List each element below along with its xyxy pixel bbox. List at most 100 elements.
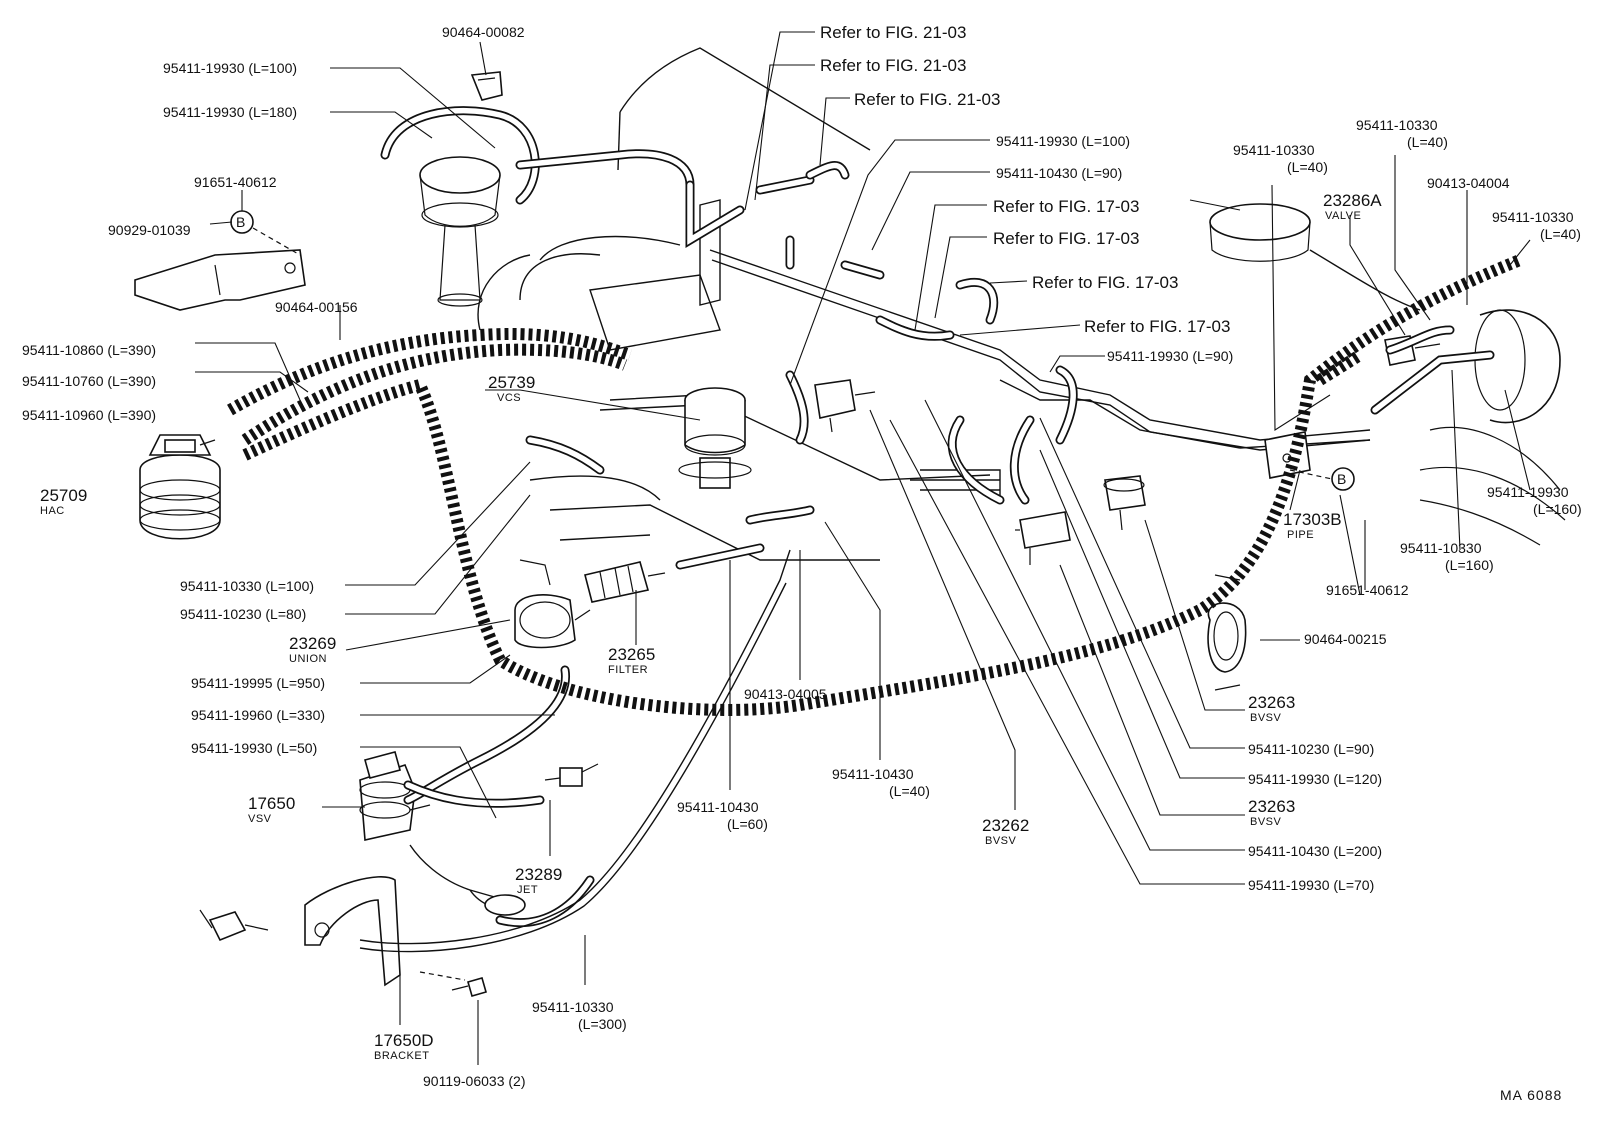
engine-outline [477,47,1421,561]
label-95411-10330-l40-b-part: 95411-10330 [1356,117,1438,133]
label-25739: 25739 [488,373,535,392]
label-23263-upper: 23263 [1248,693,1295,712]
label-90464-00156: 90464-00156 [275,299,358,315]
label-23269: 23269 [289,634,336,653]
label-bvsv-23263-lower: BVSV [1250,816,1282,828]
label-refer-fig-21-03-b: Refer to FIG. 21-03 [820,56,966,75]
label-90413-04005: 90413-04005 [744,686,827,702]
label-union: UNION [289,653,327,665]
label-17650: 17650 [248,794,295,813]
label-refer-fig-17-03-a: Refer to FIG. 17-03 [993,197,1139,216]
label-23262: 23262 [982,816,1029,835]
label-refer-fig-21-03-a: Refer to FIG. 21-03 [820,23,966,42]
label-23289: 23289 [515,865,562,884]
label-90119-06033: 90119-06033 (2) [423,1073,525,1089]
label-95411-19930-l100-right: 95411-19930 (L=100) [996,133,1130,149]
part-labels: 90464-00082 95411-19930 (L=100) 95411-19… [22,23,1582,1103]
label-91651-40612-left: 91651-40612 [194,174,277,190]
label-95411-10330-l40-c-part: 95411-10330 [1492,209,1574,225]
label-95411-10330-l40-a-part: 95411-10330 [1233,142,1315,158]
label-jet: JET [517,884,538,896]
label-95411-10330-l300-part: 95411-10330 [532,999,614,1015]
label-95411-10330-l40-b-length: (L=40) [1407,134,1448,150]
thin-tubes [359,549,791,953]
label-91651-40612-right: 91651-40612 [1326,582,1409,598]
label-95411-10430-l90: 95411-10430 (L=90) [996,165,1122,181]
clip-90464-00215 [1207,574,1247,691]
label-refer-fig-17-03-d: Refer to FIG. 17-03 [1084,317,1230,336]
label-95411-19930-l50: 95411-19930 (L=50) [191,740,317,756]
label-95411-19930-l160-length: (L=160) [1533,501,1582,517]
clip-90464-00082 [470,71,503,101]
label-95411-19930-l180: 95411-19930 (L=180) [163,104,297,120]
label-25709: 25709 [40,486,87,505]
label-vsv: VSV [248,813,272,825]
label-95411-10960: 95411-10960 (L=390) [22,407,156,423]
label-90929-01039: 90929-01039 [108,222,191,238]
bvsv-23262 [814,379,876,433]
label-23265: 23265 [608,645,655,664]
label-pipe: PIPE [1287,529,1314,541]
label-bracket: BRACKET [374,1050,429,1062]
label-bvsv-23262: BVSV [985,835,1017,847]
label-95411-10430-l40-part: 95411-10430 [832,766,914,782]
b-marker-right: B [1331,467,1355,491]
b-marker-text: B [1337,471,1346,487]
label-refer-fig-17-03-c: Refer to FIG. 17-03 [1032,273,1178,292]
label-95411-19930-l100-top: 95411-19930 (L=100) [163,60,297,76]
label-95411-19960: 95411-19960 (L=330) [191,707,325,723]
vsv-valve [359,751,431,841]
label-95411-10430-l60-part: 95411-10430 [677,799,759,815]
label-17303b: 17303B [1283,510,1342,529]
b-marker-left: B [230,210,254,234]
label-vcs: VCS [497,392,521,404]
label-90413-04004: 90413-04004 [1427,175,1510,191]
label-95411-10760: 95411-10760 (L=390) [22,373,156,389]
label-refer-fig-17-03-b: Refer to FIG. 17-03 [993,229,1139,248]
union-fitting [514,559,591,649]
label-bvsv-23263-upper: BVSV [1250,712,1282,724]
label-95411-10330-l100: 95411-10330 (L=100) [180,578,314,594]
label-valve: VALVE [1325,210,1361,222]
label-95411-19995: 95411-19995 (L=950) [191,675,325,691]
label-95411-10330-l40-c-length: (L=40) [1540,226,1581,242]
label-17650d: 17650D [374,1031,434,1050]
label-95411-10330-l300-length: (L=300) [578,1016,627,1032]
bolt [451,977,487,997]
vacuum-diaphragm [419,156,501,307]
vcs-valve [678,387,752,489]
vsv-bracket [304,876,401,987]
label-95411-10230-l80: 95411-10230 (L=80) [180,606,306,622]
label-95411-19930-l160-part: 95411-19930 [1487,484,1569,500]
reservoir-cap [1209,203,1311,262]
hac-unit [139,434,221,540]
figure-code: MA 6088 [1500,1087,1562,1103]
label-95411-19930-l120: 95411-19930 (L=120) [1248,771,1382,787]
brake-booster [1419,309,1566,546]
b-marker-text: B [236,214,245,230]
label-95411-10330-l160-part: 95411-10330 [1400,540,1482,556]
label-95411-10430-l200: 95411-10430 (L=200) [1248,843,1382,859]
label-95411-19930-l90: 95411-19930 (L=90) [1107,348,1233,364]
bvsv-23263-upper [1103,475,1146,531]
label-95411-10430-l40-length: (L=40) [889,783,930,799]
jet-fitting [544,763,599,787]
bvsv-23263-lower [1015,511,1071,565]
label-95411-10430-l60-length: (L=60) [727,816,768,832]
label-filter: FILTER [608,664,648,676]
pipe-bracket [1264,431,1311,479]
clamp-bracket [134,249,306,311]
label-refer-fig-21-03-c: Refer to FIG. 21-03 [854,90,1000,109]
leader-lines [195,31,1531,1065]
label-90464-00082: 90464-00082 [442,24,525,40]
small-sensor [199,909,269,942]
label-95411-19930-l70: 95411-19930 (L=70) [1248,877,1374,893]
label-95411-10230-l90: 95411-10230 (L=90) [1248,741,1374,757]
label-90464-00215: 90464-00215 [1304,631,1387,647]
label-23263-lower: 23263 [1248,797,1295,816]
label-23286a: 23286A [1323,191,1382,210]
label-hac: HAC [40,505,65,517]
filter-unit [584,561,666,603]
label-95411-10330-l160-length: (L=160) [1445,557,1494,573]
